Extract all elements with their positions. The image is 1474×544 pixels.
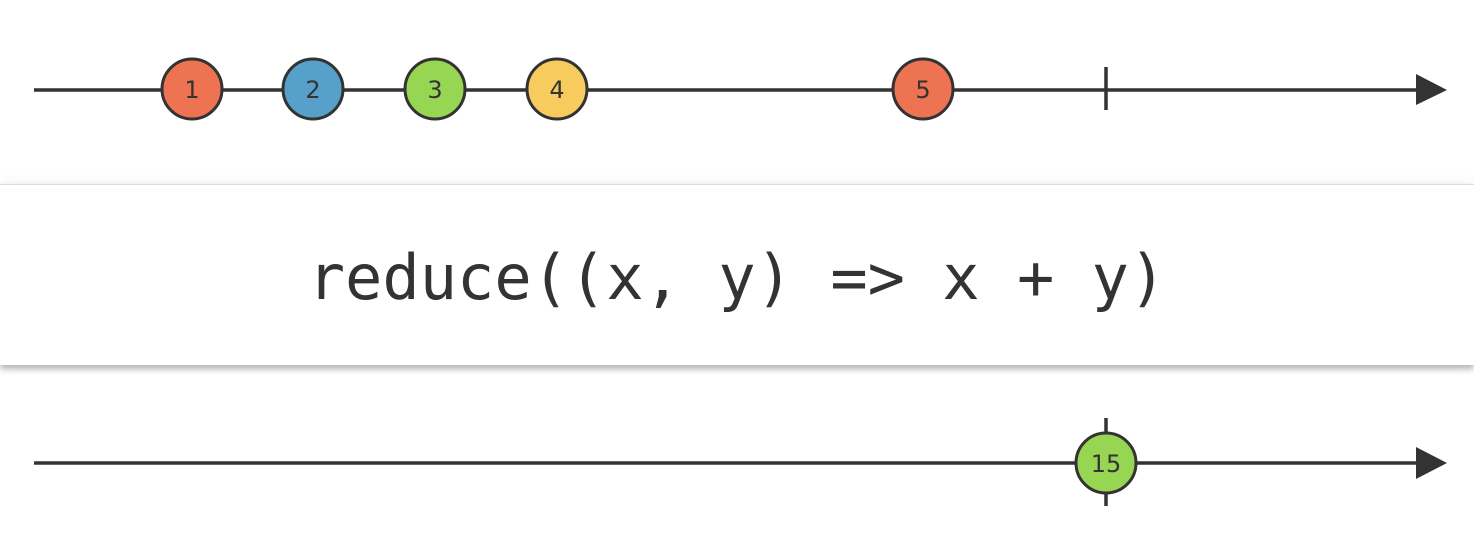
marble-label: 4 [549, 76, 564, 104]
input-arrow-head-icon [1416, 74, 1447, 105]
marble-label: 2 [305, 76, 320, 104]
marble-label: 1 [184, 76, 199, 104]
marble-result[interactable]: 15 [1074, 431, 1138, 495]
marble-5[interactable]: 5 [891, 57, 955, 121]
operator-box: reduce((x, y) => x + y) [0, 184, 1474, 365]
output-arrow-head-icon [1416, 447, 1447, 479]
output-timeline-svg: 15 [34, 418, 1447, 506]
marble-4[interactable]: 4 [525, 57, 589, 121]
marble-2[interactable]: 2 [281, 57, 345, 121]
marble-3[interactable]: 3 [403, 57, 467, 121]
input-timeline-svg: 1 2 3 4 5 [34, 57, 1447, 121]
marble-label: 5 [915, 76, 930, 104]
output-timeline: 15 [0, 374, 1474, 544]
marble-label: 15 [1091, 450, 1122, 478]
marble-1[interactable]: 1 [160, 57, 224, 121]
marble-label: 3 [427, 76, 442, 104]
operator-label: reduce((x, y) => x + y) [307, 240, 1167, 314]
input-timeline: 1 2 3 4 5 [0, 0, 1474, 180]
